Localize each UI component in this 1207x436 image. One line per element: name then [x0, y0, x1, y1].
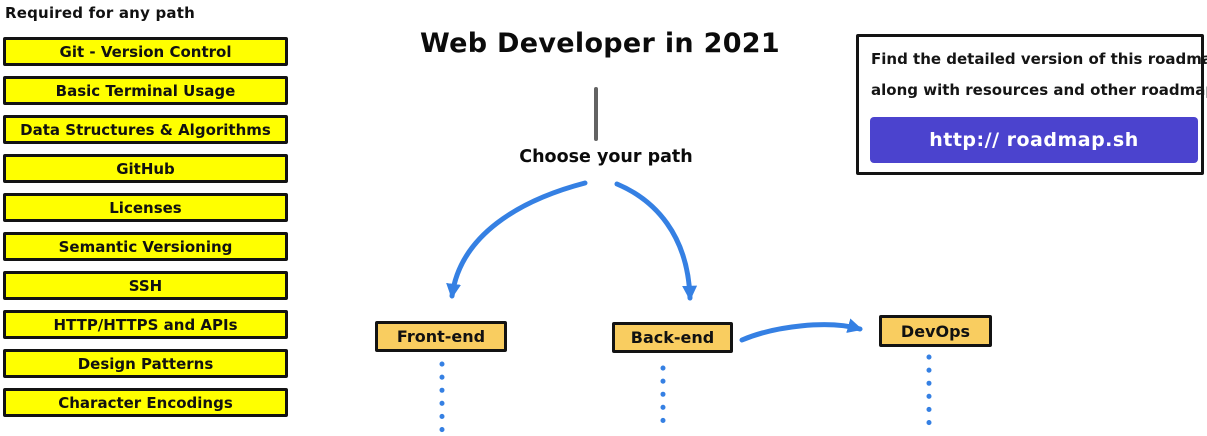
- required-topics-list: Git - Version Control Basic Terminal Usa…: [3, 37, 288, 427]
- topic-data-structures[interactable]: Data Structures & Algorithms: [3, 115, 288, 144]
- sidebar-title: Required for any path: [5, 4, 195, 22]
- topic-git[interactable]: Git - Version Control: [3, 37, 288, 66]
- title-stem-line: [594, 87, 598, 141]
- arrow-choose-to-frontend: [446, 180, 588, 299]
- node-devops[interactable]: DevOps: [879, 315, 992, 347]
- node-frontend[interactable]: Front-end: [375, 321, 507, 352]
- topic-character-encodings[interactable]: Character Encodings: [3, 388, 288, 417]
- info-text-line2: along with resources and other roadmaps: [871, 81, 1207, 99]
- topic-semver[interactable]: Semantic Versioning: [3, 232, 288, 261]
- page-title: Web Developer in 2021: [420, 28, 780, 59]
- topic-licenses[interactable]: Licenses: [3, 193, 288, 222]
- topic-design-patterns[interactable]: Design Patterns: [3, 349, 288, 378]
- roadmap-url-button[interactable]: http:// roadmap.sh: [870, 117, 1198, 163]
- topic-http-apis[interactable]: HTTP/HTTPS and APIs: [3, 310, 288, 339]
- topic-ssh[interactable]: SSH: [3, 271, 288, 300]
- node-backend[interactable]: Back-end: [612, 322, 733, 353]
- arrow-choose-to-backend: [614, 181, 698, 301]
- topic-github[interactable]: GitHub: [3, 154, 288, 183]
- info-text-line1: Find the detailed version of this roadma…: [871, 50, 1207, 68]
- arrow-backend-to-devops: [739, 318, 863, 343]
- topic-terminal[interactable]: Basic Terminal Usage: [3, 76, 288, 105]
- info-box: Find the detailed version of this roadma…: [856, 34, 1207, 175]
- choose-path-label: Choose your path: [519, 147, 693, 167]
